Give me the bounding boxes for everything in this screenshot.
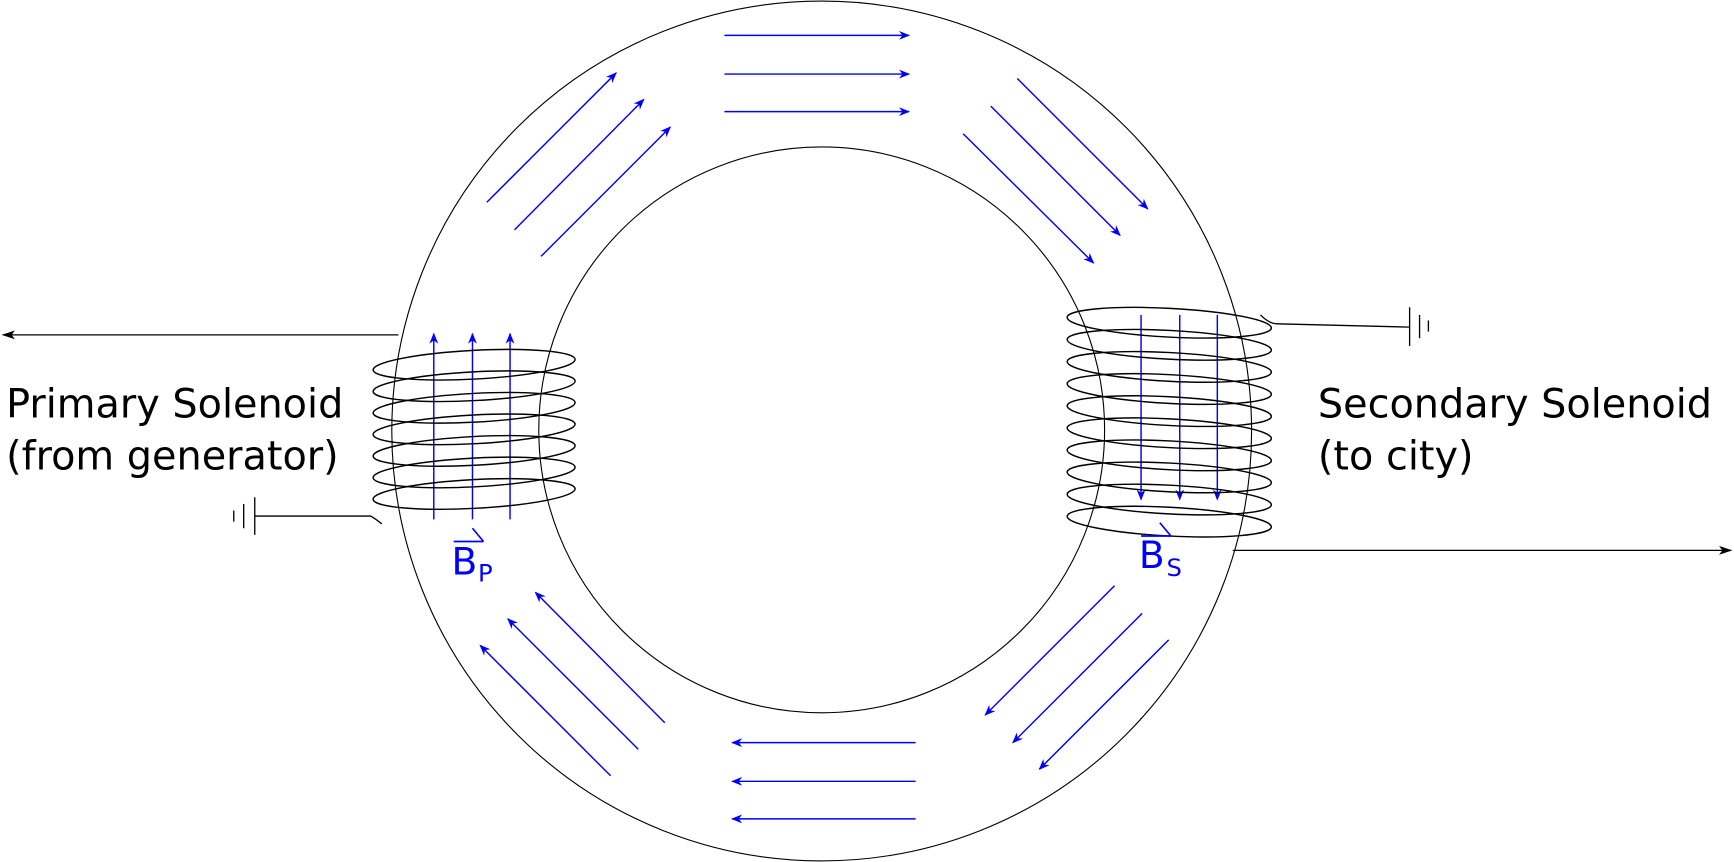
secondary-solenoid-title: Secondary Solenoid xyxy=(1318,382,1712,428)
coil-turn xyxy=(1066,461,1273,494)
primary-solenoid-title: Primary Solenoid xyxy=(6,382,343,428)
svg-text:B: B xyxy=(1139,533,1165,577)
secondary-solenoid-subtitle: (to city) xyxy=(1318,434,1474,480)
primary-field-label: B P xyxy=(451,527,493,587)
secondary-field-label: B S xyxy=(1139,522,1182,582)
coil-turn xyxy=(1066,417,1273,450)
coil-turn xyxy=(372,370,576,403)
primary-solenoid-subtitle: (from generator) xyxy=(6,434,339,480)
secondary-coil xyxy=(1066,306,1273,538)
field-arrow xyxy=(1012,612,1143,744)
coil-turn xyxy=(372,348,576,381)
field-arrow xyxy=(513,98,645,231)
coil-turn xyxy=(372,391,576,424)
coil-turn xyxy=(1066,350,1273,383)
coil-turn xyxy=(372,434,576,467)
secondary-ground-wire xyxy=(1259,314,1410,328)
field-arrow xyxy=(984,585,1116,716)
svg-text:P: P xyxy=(478,558,493,587)
coil-turn xyxy=(372,413,576,446)
iron-core-inner xyxy=(538,146,1106,714)
field-arrow xyxy=(534,591,666,724)
primary-coil xyxy=(372,348,576,511)
coil-turn xyxy=(372,456,576,489)
iron-core-outer xyxy=(391,0,1253,862)
coil-turn xyxy=(1066,328,1273,361)
field-arrow xyxy=(1016,77,1149,210)
coil-turn xyxy=(1066,306,1273,339)
field-arrow xyxy=(990,105,1121,237)
magnetic-field-arrows xyxy=(429,30,1222,824)
coil-turn xyxy=(1066,483,1273,516)
field-arrow xyxy=(507,618,639,750)
coil-turn xyxy=(1066,439,1273,472)
field-arrow xyxy=(540,126,672,257)
svg-text:S: S xyxy=(1166,553,1181,582)
coil-turn xyxy=(372,477,576,511)
field-arrow xyxy=(962,133,1095,264)
secondary-ground-icon xyxy=(1408,307,1430,346)
field-arrow xyxy=(479,644,612,777)
svg-text:B: B xyxy=(451,540,477,584)
primary-ground-wire xyxy=(254,515,383,525)
field-arrow xyxy=(1038,639,1170,770)
primary-ground-icon xyxy=(233,497,256,535)
coil-turn xyxy=(1066,395,1273,428)
coil-turn xyxy=(1066,372,1273,406)
field-arrow xyxy=(486,72,617,203)
